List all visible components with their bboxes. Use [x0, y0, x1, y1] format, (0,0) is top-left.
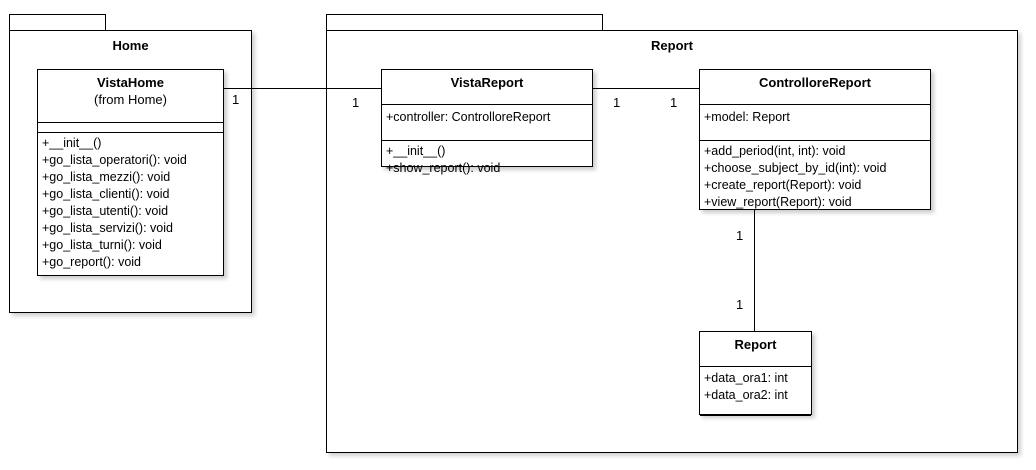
class-controllorereport[interactable]: ControlloreReport +model: Report +add_pe…: [699, 69, 931, 210]
operation: +go_lista_clienti(): void: [42, 187, 170, 201]
association-controllorereport-report: [754, 210, 755, 331]
class-vistahome[interactable]: VistaHome (from Home) +__init__() +go_li…: [37, 69, 224, 276]
operation: +go_lista_servizi(): void: [42, 221, 173, 235]
class-header: VistaHome (from Home): [38, 70, 223, 123]
multiplicity-label: 1: [670, 95, 678, 110]
class-name: ControlloreReport: [759, 75, 871, 90]
association-vistahome-vistareport: [224, 88, 381, 89]
operation: +go_report(): void: [42, 255, 142, 269]
home-package-title: Home: [112, 38, 149, 53]
class-report[interactable]: Report +data_ora1: int +data_ora2: int: [699, 331, 812, 416]
attributes-section: +model: Report: [700, 105, 930, 141]
operation: +__init__(): [42, 136, 102, 150]
class-header: ControlloreReport: [700, 70, 930, 105]
attributes-section: +controller: ControlloreReport: [382, 105, 592, 141]
operation: +go_lista_operatori(): void: [42, 153, 187, 167]
operation: +show_report(): void: [386, 161, 501, 175]
operations-section: +add_period(int, int): void +choose_subj…: [700, 141, 930, 212]
operations-section: +__init__() +show_report(): void: [382, 141, 592, 178]
class-name: Report: [734, 337, 777, 352]
attribute: +model: Report: [704, 110, 790, 124]
multiplicity-label: 1: [736, 228, 744, 243]
association-vistareport-controllorereport: [593, 88, 699, 89]
class-name: VistaReport: [450, 75, 524, 90]
multiplicity-label: 1: [613, 95, 621, 110]
operation: +view_report(Report): void: [704, 195, 852, 209]
report-package-title: Report: [651, 38, 693, 53]
attribute: +data_ora2: int: [704, 388, 788, 402]
class-vistareport[interactable]: VistaReport +controller: ControlloreRepo…: [381, 69, 593, 175]
operation: +go_lista_turni(): void: [42, 238, 162, 252]
operations-section: +__init__() +go_lista_operatori(): void …: [38, 133, 223, 272]
operation: +create_report(Report): void: [704, 178, 862, 192]
attribute: +data_ora1: int: [704, 371, 788, 385]
operation: +go_lista_utenti(): void: [42, 204, 169, 218]
home-package-tab: [9, 14, 106, 31]
class-origin: (from Home): [94, 92, 167, 107]
operation: +add_period(int, int): void: [704, 144, 846, 158]
class-name: VistaHome: [97, 75, 164, 90]
multiplicity-label: 1: [352, 95, 360, 110]
report-package-tab: [326, 14, 603, 31]
class-header: VistaReport: [382, 70, 592, 105]
operation: +go_lista_mezzi(): void: [42, 170, 171, 184]
attributes-section: [38, 123, 223, 133]
operation: +__init__(): [386, 144, 446, 158]
class-header: Report: [700, 332, 811, 367]
multiplicity-label: 1: [232, 92, 240, 107]
attribute: +controller: ControlloreReport: [386, 110, 551, 124]
attributes-section: +data_ora1: int +data_ora2: int: [700, 367, 811, 416]
multiplicity-label: 1: [736, 297, 744, 312]
operation: +choose_subject_by_id(int): void: [704, 161, 887, 175]
